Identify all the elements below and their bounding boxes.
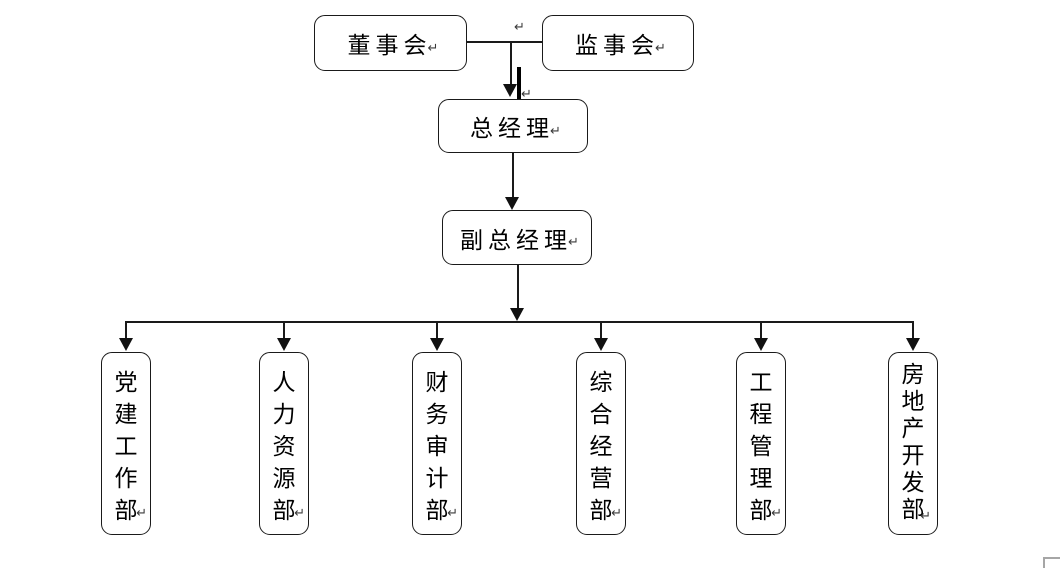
node-dept-real-estate-development[interactable]: 房地产开发部 ↵ (888, 352, 938, 535)
node-deputy-general-manager[interactable]: 副总经理↵ (442, 210, 592, 265)
paragraph-mark-icon: ↵ (920, 509, 931, 524)
connector-drop-5 (760, 321, 762, 338)
connector-drop-2 (283, 321, 285, 338)
arrowhead-dept-4 (594, 338, 608, 351)
node-dept-general-operations[interactable]: 综合经营部 ↵ (576, 352, 626, 535)
node-board-of-directors[interactable]: 董事会↵ (314, 15, 467, 71)
arrowhead-dept-3 (430, 338, 444, 351)
dept-label: 党建工作部 (114, 370, 138, 524)
paragraph-mark-icon: ↵ (447, 506, 458, 521)
connector-drop-3 (436, 321, 438, 338)
arrowhead-dept-2 (277, 338, 291, 351)
paragraph-mark-icon: ↵ (294, 506, 305, 521)
node-dept-party-building[interactable]: 党建工作部 ↵ (101, 352, 151, 535)
connector-distribution-bar (126, 321, 914, 323)
paragraph-mark-icon: ↵ (514, 20, 525, 35)
paragraph-mark-icon: ↵ (550, 123, 561, 139)
dept-label: 财务审计部 (425, 370, 449, 524)
dept-label: 综合经营部 (589, 370, 613, 524)
board-label: 董事会 (347, 33, 432, 59)
paragraph-mark-icon: ↵ (136, 506, 147, 521)
node-dept-finance-audit[interactable]: 财务审计部 ↵ (412, 352, 462, 535)
connector-gm-dgm (512, 153, 514, 198)
supervisory-label: 监事会 (575, 33, 660, 59)
node-dept-human-resources[interactable]: 人力资源部 ↵ (259, 352, 309, 535)
connector-junction-gm (510, 41, 512, 85)
node-dept-engineering-management[interactable]: 工程管理部 ↵ (736, 352, 786, 535)
page-boundary-mark (1043, 557, 1045, 568)
paragraph-mark-icon: ↵ (427, 40, 439, 56)
paragraph-mark-icon: ↵ (655, 40, 666, 56)
dept-label: 人力资源部 (272, 370, 296, 524)
arrowhead-gm (503, 84, 517, 97)
connector-drop-1 (125, 321, 127, 338)
page-boundary-mark (1043, 557, 1060, 559)
arrowhead-bar (510, 308, 524, 321)
general-manager-label: 总经理 (470, 116, 555, 142)
arrowhead-dept-6 (906, 338, 920, 351)
paragraph-mark-icon: ↵ (568, 235, 579, 250)
paragraph-mark-icon: ↵ (611, 506, 622, 521)
connector-drop-4 (600, 321, 602, 338)
dept-label: 工程管理部 (749, 370, 773, 524)
dept-label: 房地产开发部 (901, 362, 925, 523)
arrowhead-dept-1 (119, 338, 133, 351)
node-supervisory-board[interactable]: 监事会↵ (542, 15, 694, 71)
connector-drop-6 (912, 321, 914, 338)
paragraph-mark-icon: ↵ (771, 506, 782, 521)
arrowhead-dept-5 (754, 338, 768, 351)
connector-board-supervisory (467, 41, 542, 43)
vertical-line-shape[interactable] (517, 67, 521, 117)
connector-dgm-bar (517, 265, 519, 309)
arrowhead-dgm (505, 197, 519, 210)
node-general-manager[interactable]: 总经理↵ (438, 99, 588, 153)
deputy-general-manager-label: 副总经理 (460, 227, 573, 254)
paragraph-mark-icon: ↵ (521, 87, 532, 102)
